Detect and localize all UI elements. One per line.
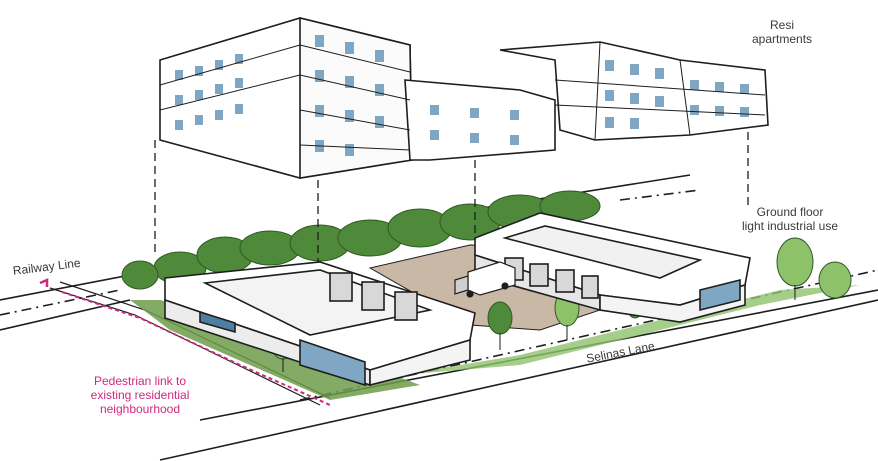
label-resi-apartments: Resi apartments — [752, 18, 812, 46]
label-ground-floor: Ground floor light industrial use — [730, 205, 850, 233]
label-ground-floor-line2: light industrial use — [730, 219, 850, 233]
pedestrian-link-marker — [40, 280, 47, 287]
label-resi-apartments-line1: Resi — [752, 18, 812, 32]
label-ground-floor-line1: Ground floor — [730, 205, 850, 219]
label-resi-apartments-line2: apartments — [752, 32, 812, 46]
label-pedestrian-link: Pedestrian link to existing residential … — [70, 374, 210, 416]
apartment-block-left — [160, 18, 555, 178]
label-pedestrian-link-line3: neighbourhood — [70, 402, 210, 416]
label-pedestrian-link-line2: existing residential — [70, 388, 210, 402]
label-pedestrian-link-line1: Pedestrian link to — [70, 374, 210, 388]
